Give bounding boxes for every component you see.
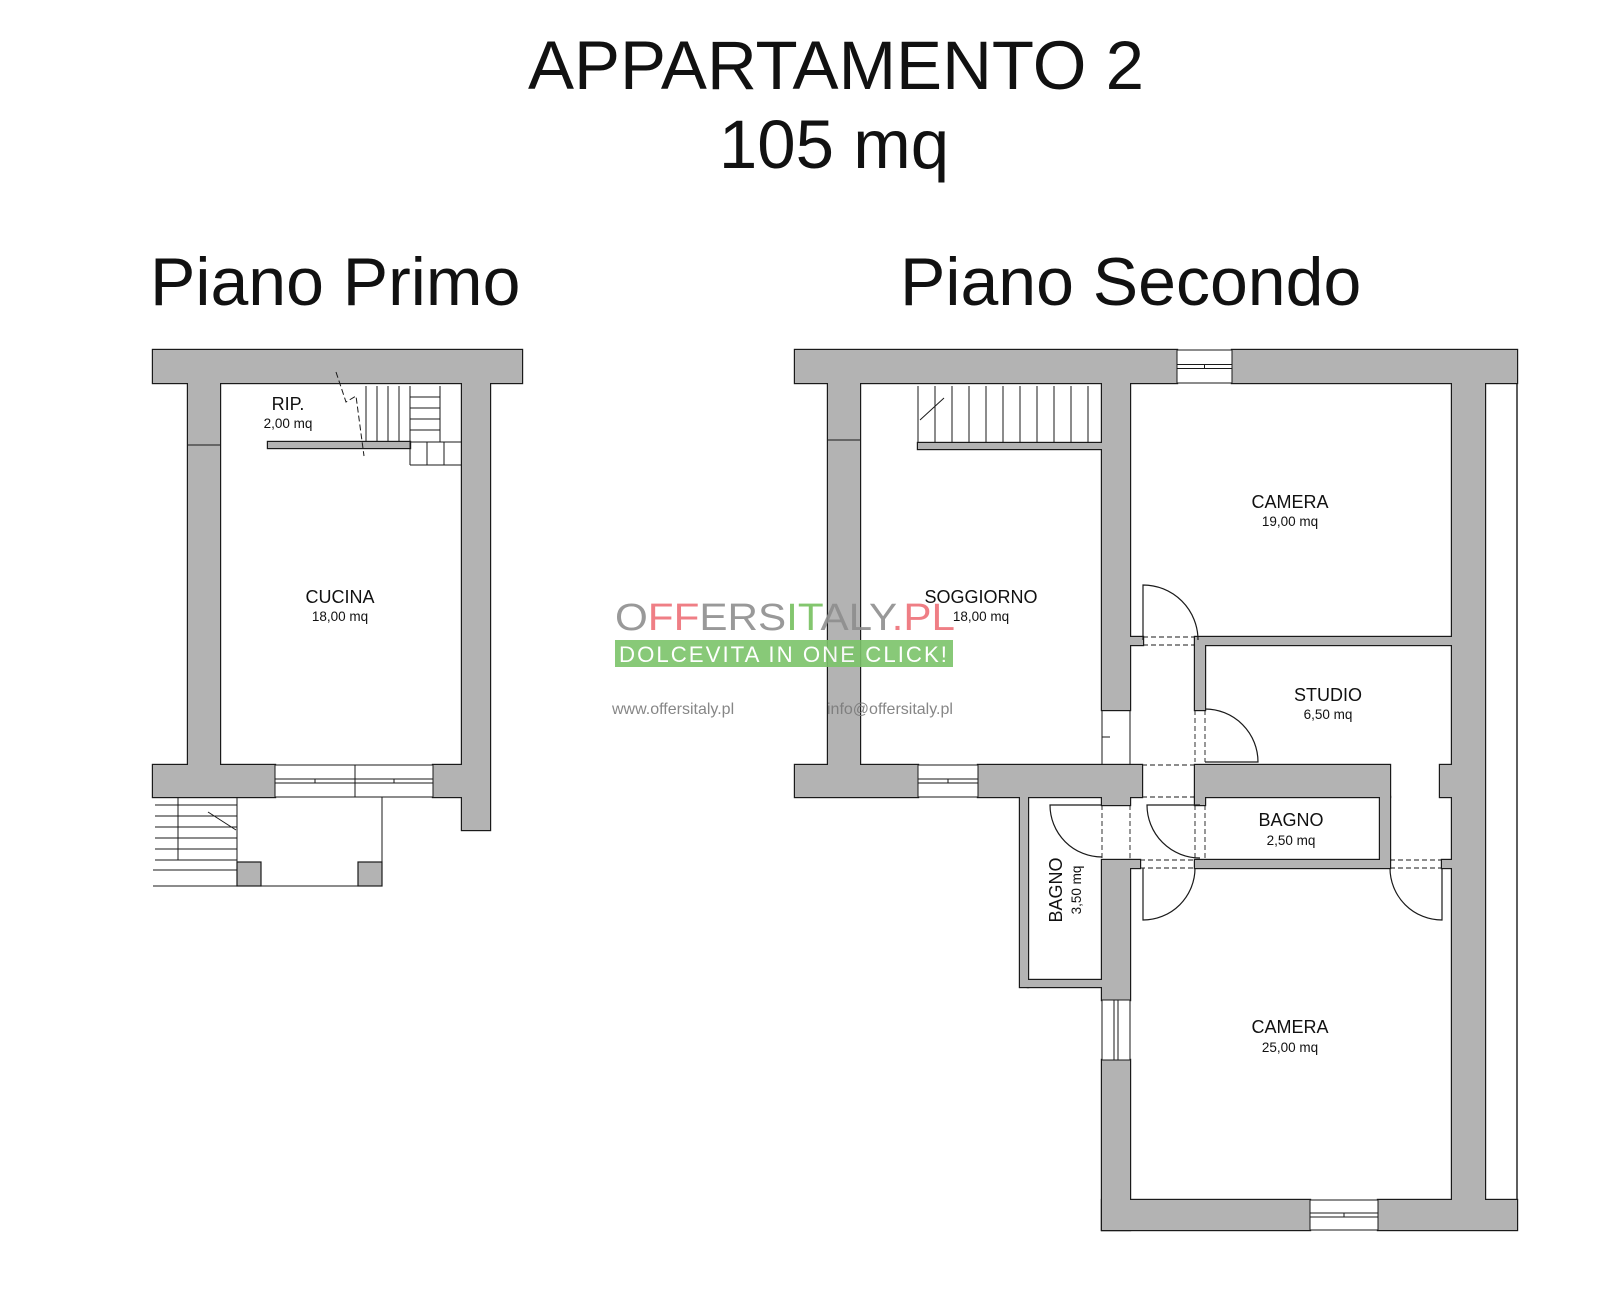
room-area-bagno-2: 3,50 mq <box>1069 866 1084 915</box>
room-name-bagno-1: BAGNO <box>1258 810 1323 830</box>
watermark-website: www.offersitaly.pl <box>611 701 734 718</box>
tagline-background <box>615 640 953 667</box>
room-area-bagno-1: 2,50 mq <box>1267 833 1316 848</box>
wall-fill <box>795 765 918 797</box>
column <box>236 861 262 887</box>
stair-break-line <box>207 811 237 831</box>
floor-label-piano-primo: Piano Primo <box>150 244 520 320</box>
wall-fill <box>1452 383 1485 1200</box>
wall-fill <box>828 383 860 765</box>
floor-plan-piano-secondo <box>793 348 1519 1232</box>
brand-segment: ERS <box>699 597 786 639</box>
wall-fill <box>1442 860 1452 868</box>
room-name-studio: STUDIO <box>1294 685 1362 705</box>
door-swing <box>1049 804 1103 858</box>
wall-fill <box>1195 860 1390 868</box>
wall-fill <box>1102 860 1130 1000</box>
wall-fill <box>1195 637 1452 645</box>
wall-fill <box>1130 637 1143 645</box>
room-name-camera-1: CAMERA <box>1251 492 1328 512</box>
wall-fill <box>1028 980 1102 987</box>
door-swing <box>1146 804 1201 859</box>
room-area-camera-1: 19,00 mq <box>1262 514 1318 529</box>
wall-fill <box>188 383 220 765</box>
wall-fill <box>795 350 1177 383</box>
wall-fill <box>153 350 522 383</box>
window-frame <box>1309 1199 1379 1231</box>
stair-break-line <box>335 371 365 457</box>
room-name-rip: RIP. <box>272 394 305 414</box>
brand-segment: O <box>615 597 648 639</box>
watermark-email: info@offersitaly.pl <box>827 701 953 718</box>
wall-fill <box>1195 765 1390 797</box>
wall-fill <box>978 765 1142 797</box>
room-name-soggiorno: SOGGIORNO <box>924 587 1037 607</box>
room-area-soggiorno: 18,00 mq <box>953 609 1009 624</box>
brand-segment: ALY <box>820 597 896 639</box>
door-swing <box>1389 867 1443 921</box>
door-swing <box>1204 708 1259 763</box>
floor-label-piano-secondo: Piano Secondo <box>900 244 1361 320</box>
room-name-cucina: CUCINA <box>305 587 374 607</box>
door-swing <box>1142 867 1196 921</box>
wall-fill <box>1102 797 1130 805</box>
brand-segment: FF <box>648 597 700 639</box>
page-title: APPARTAMENTO 2 <box>528 27 1144 104</box>
wall-fill <box>153 765 275 797</box>
wall-fill <box>1102 383 1130 710</box>
door-swing <box>1142 584 1199 641</box>
total-area: 105 mq <box>719 106 949 183</box>
room-area-camera-2: 25,00 mq <box>1262 1040 1318 1055</box>
floor-plan-piano-primo <box>151 348 524 887</box>
wall-fill <box>1378 1200 1517 1230</box>
wall-fill <box>268 442 410 448</box>
stair-break-line <box>919 397 945 421</box>
wall-fill <box>1195 797 1205 805</box>
wall-fill <box>1020 797 1028 987</box>
wall-fill <box>1232 350 1517 383</box>
wall-fill <box>1195 645 1205 710</box>
wall-fill <box>462 383 490 830</box>
watermark-tagline: DOLCEVITA IN ONE CLICK! <box>619 642 949 667</box>
room-name-camera-2: CAMERA <box>1251 1017 1328 1037</box>
brand-segment: .PL <box>892 597 955 639</box>
wall-fill <box>1440 765 1452 797</box>
brand-segment: IT <box>786 597 823 639</box>
wall-fill <box>1130 860 1140 868</box>
column <box>357 861 383 887</box>
wall-fill <box>1102 1200 1310 1230</box>
room-labels: RIP. 2,00 mq CUCINA 18,00 mq SOGGIORNO 1… <box>264 394 1362 1055</box>
wall-fill <box>918 443 1102 449</box>
room-area-cucina: 18,00 mq <box>312 609 368 624</box>
wall-fill <box>433 765 462 797</box>
room-area-rip: 2,00 mq <box>264 416 313 431</box>
wall-fill <box>1380 797 1390 860</box>
room-area-studio: 6,50 mq <box>1304 707 1353 722</box>
room-name-bagno-2: BAGNO <box>1046 857 1066 922</box>
window-frame <box>1101 999 1131 1061</box>
